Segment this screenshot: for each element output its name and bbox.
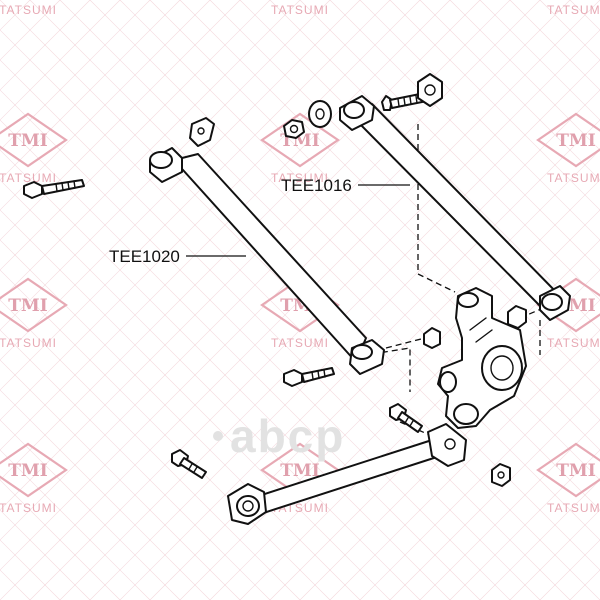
nut-icon <box>423 327 441 349</box>
tmi-logo-text: TMI <box>8 461 47 481</box>
tmi-logo-text: TMI <box>8 131 47 151</box>
eye-bolt-icon <box>381 73 443 111</box>
callout-upper-arm: TEE1016 <box>281 176 410 195</box>
tatsumi-text: TATSUMI <box>547 171 600 185</box>
bolt-icon <box>23 179 85 199</box>
tmi-logo-text: TMI <box>280 461 319 481</box>
washer-icon <box>308 100 332 128</box>
callout-lower-arm: TEE1020 <box>109 247 246 266</box>
tatsumi-text: TATSUMI <box>547 3 600 17</box>
upper-control-arm <box>339 95 571 321</box>
tmi-logo-text: TMI <box>556 131 595 151</box>
bolt-icon <box>283 367 335 387</box>
tatsumi-text: TATSUMI <box>0 336 57 350</box>
tmi-logo-icon: TMI TATSUMI <box>536 442 600 515</box>
tatsumi-text: TATSUMI <box>271 336 329 350</box>
tatsumi-text: TATSUMI <box>0 171 57 185</box>
brand-text: аbcp <box>230 410 345 462</box>
tmi-logo-icon: TMI TATSUMI <box>0 442 68 515</box>
tatsumi-text: TATSUMI <box>271 171 329 185</box>
bolt-icon <box>389 403 423 433</box>
tatsumi-text: TATSUMI <box>271 3 329 17</box>
nut-icon <box>491 463 511 487</box>
tatsumi-text: TATSUMI <box>0 501 57 515</box>
nut-icon <box>507 305 527 329</box>
bracket-icon <box>189 117 215 147</box>
brand-watermark: аbcp <box>213 410 345 462</box>
tmi-logo-text: TMI <box>556 461 595 481</box>
tmi-logo-icon: TMI TATSUMI <box>0 277 68 350</box>
callout-label-tee1016: TEE1016 <box>281 176 352 195</box>
tatsumi-text: TATSUMI <box>0 3 57 17</box>
tmi-logo-text: TMI <box>8 296 47 316</box>
tmi-logo-icon: TMI TATSUMI <box>536 112 600 185</box>
knuckle-icon <box>437 287 527 429</box>
callout-label-tee1020: TEE1020 <box>109 247 180 266</box>
tatsumi-text: TATSUMI <box>547 501 600 515</box>
nut-icon <box>283 119 305 139</box>
lower-control-arm <box>149 147 385 375</box>
tatsumi-text: TATSUMI <box>547 336 600 350</box>
bolt-icon <box>171 449 207 479</box>
tmi-logo-icon: TMI TATSUMI <box>0 112 68 185</box>
lateral-link <box>227 423 467 525</box>
